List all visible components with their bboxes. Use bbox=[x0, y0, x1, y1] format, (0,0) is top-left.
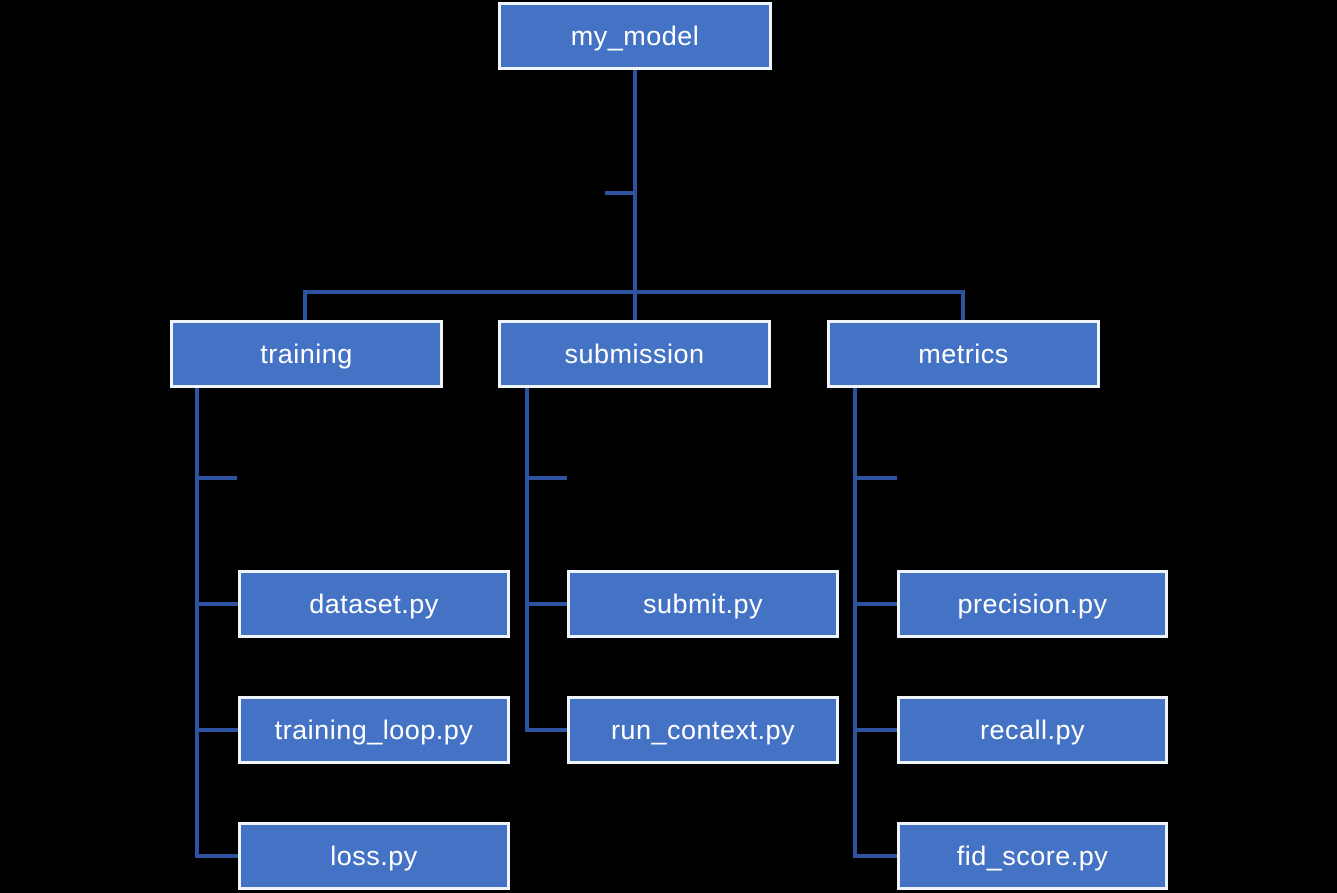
node-label: metrics bbox=[918, 338, 1009, 369]
node-run-context-py: run_context.py bbox=[567, 696, 839, 764]
node-precision-py: precision.py bbox=[897, 570, 1168, 638]
connector-submission-submit bbox=[525, 602, 567, 606]
connector-submission-spine bbox=[525, 388, 529, 732]
node-label: run_context.py bbox=[610, 714, 796, 745]
node-label: submit.py bbox=[642, 588, 764, 619]
connector-drop-metrics bbox=[961, 290, 965, 320]
connector-drop-training bbox=[303, 290, 307, 320]
node-submit-py: submit.py bbox=[567, 570, 839, 638]
node-training-loop-py: training_loop.py bbox=[238, 696, 510, 764]
connector-drop-submission bbox=[633, 290, 637, 320]
node-label: fid_score.py bbox=[956, 840, 1109, 871]
connector-metrics-precision bbox=[853, 602, 897, 606]
node-label: submission bbox=[564, 338, 705, 369]
node-dataset-py: dataset.py bbox=[238, 570, 510, 638]
connector-training-training-loop bbox=[195, 728, 238, 732]
connector-submission-run-context bbox=[525, 728, 567, 732]
connector-root-trunk bbox=[633, 70, 637, 292]
node-label: precision.py bbox=[957, 588, 1108, 619]
node-submission: submission bbox=[498, 320, 771, 388]
node-label: recall.py bbox=[979, 714, 1086, 745]
node-label: my_model bbox=[570, 20, 700, 51]
node-metrics: metrics bbox=[827, 320, 1100, 388]
connector-metrics-stub bbox=[853, 476, 897, 480]
node-label: training_loop.py bbox=[274, 714, 474, 745]
connector-metrics-fid-score bbox=[853, 854, 897, 858]
connector-root-stub bbox=[605, 191, 635, 195]
connector-metrics-spine bbox=[853, 388, 857, 858]
connector-training-loss bbox=[195, 854, 238, 858]
connector-training-spine bbox=[195, 388, 199, 858]
connector-submission-stub bbox=[525, 476, 567, 480]
connector-training-dataset bbox=[195, 602, 238, 606]
node-label: training bbox=[260, 338, 353, 369]
node-label: dataset.py bbox=[309, 588, 439, 619]
node-fid-score-py: fid_score.py bbox=[897, 822, 1168, 890]
node-my-model: my_model bbox=[498, 2, 772, 70]
connector-metrics-recall bbox=[853, 728, 897, 732]
node-label: loss.py bbox=[330, 840, 418, 871]
node-recall-py: recall.py bbox=[897, 696, 1168, 764]
node-training: training bbox=[170, 320, 443, 388]
connector-training-stub bbox=[195, 476, 237, 480]
node-loss-py: loss.py bbox=[238, 822, 510, 890]
